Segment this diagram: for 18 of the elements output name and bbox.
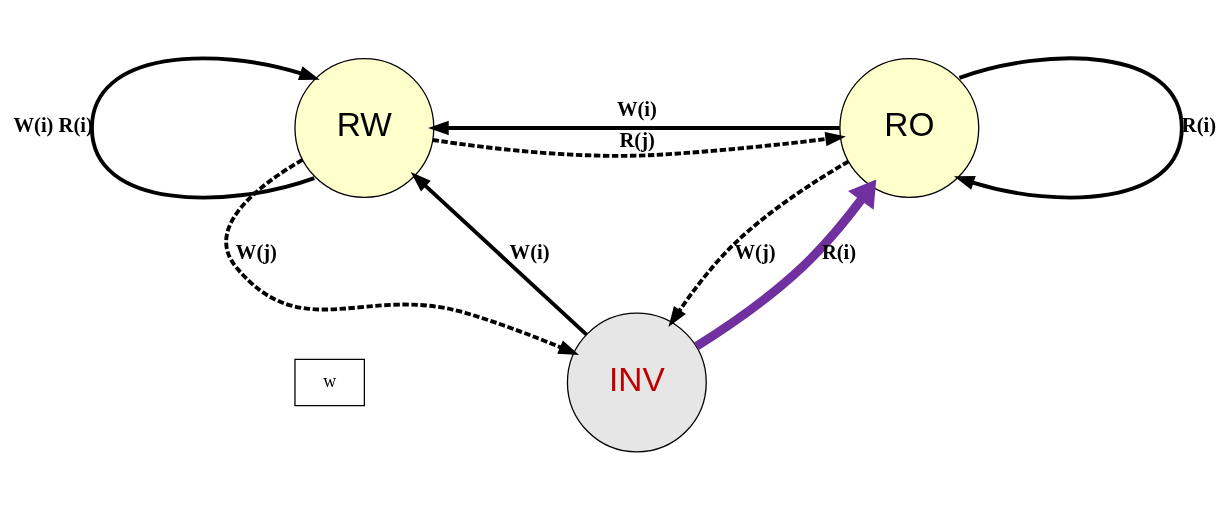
edge-label: W(i)	[509, 240, 550, 263]
node-box: w	[294, 358, 365, 406]
node-circle: INV	[566, 311, 707, 452]
edge-label: R(j)	[619, 128, 655, 151]
arrow	[432, 131, 846, 158]
edge-label: R(i)	[1181, 113, 1217, 136]
arrow	[224, 157, 580, 355]
node-circle: RO	[839, 57, 980, 198]
arrow	[410, 171, 588, 336]
edge-label: W(i)	[616, 97, 657, 120]
arrow	[89, 56, 320, 199]
arrow	[668, 159, 850, 327]
edge-label: W(j)	[235, 240, 277, 263]
arrow	[694, 178, 877, 350]
edge-label: W(j)	[734, 240, 776, 263]
arrow	[953, 56, 1184, 199]
arrow	[428, 120, 840, 135]
edge-label: R(i)	[821, 240, 857, 263]
